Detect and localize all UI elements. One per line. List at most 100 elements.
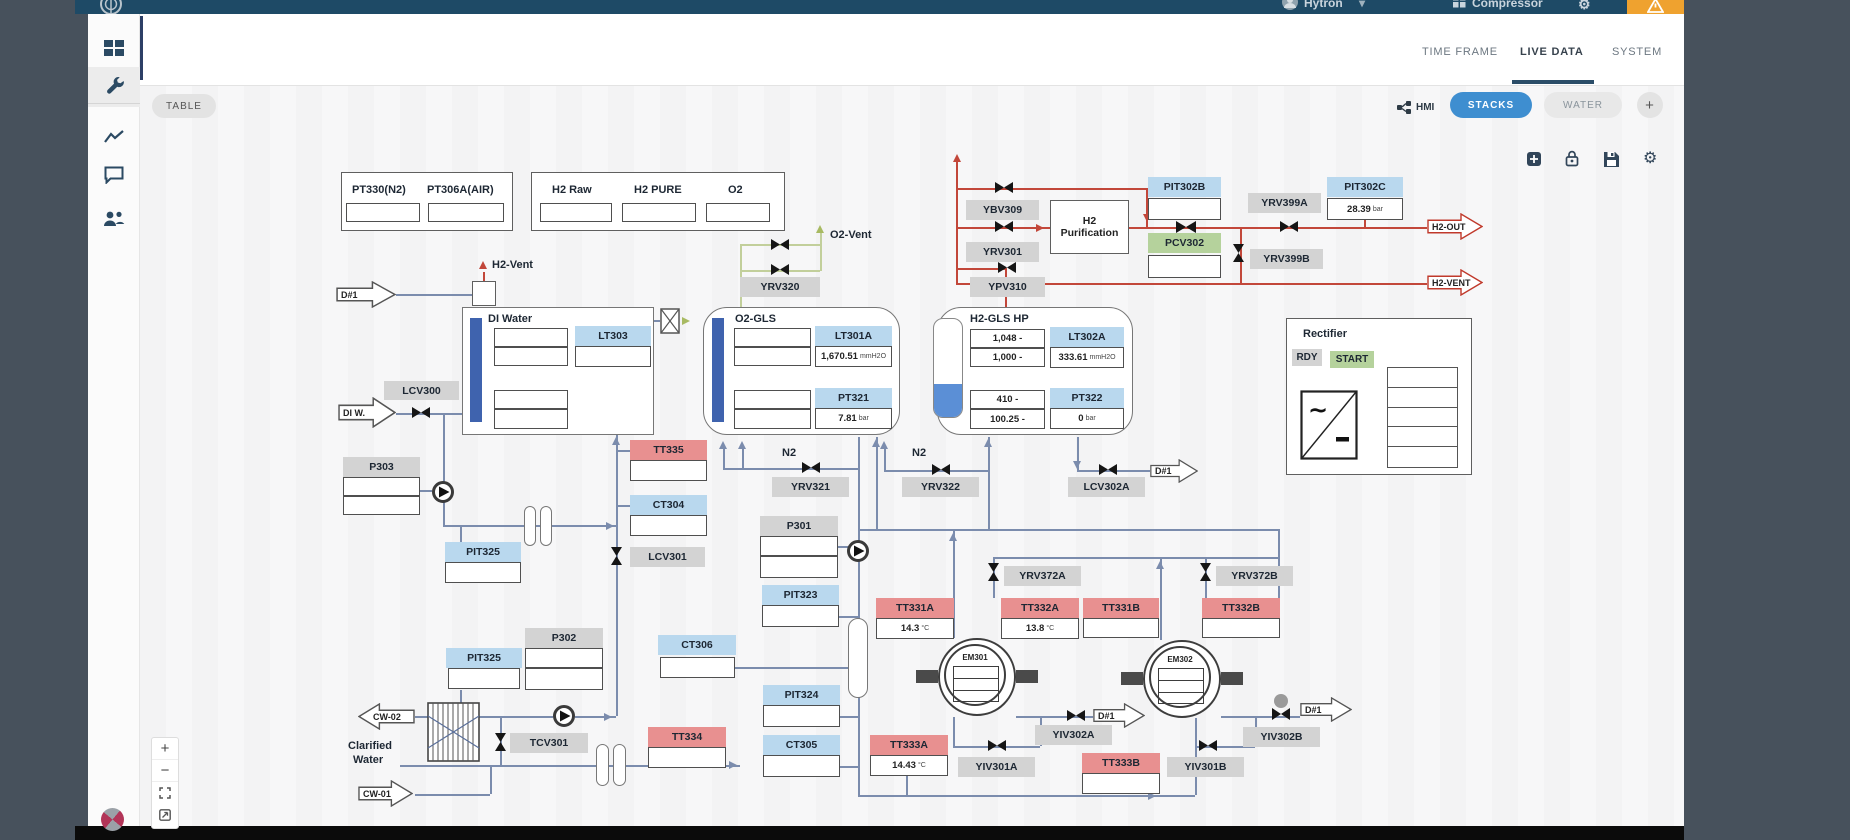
tag-tt333a[interactable]: TT333A: [870, 735, 948, 755]
sidebar-item-tools[interactable]: [88, 67, 140, 107]
valve-yiv302b[interactable]: [1272, 708, 1290, 720]
tag-pit325b[interactable]: PIT325: [446, 648, 522, 668]
lock-icon[interactable]: [1565, 150, 1579, 167]
tab-time-frame[interactable]: TIME FRAME: [1422, 46, 1498, 58]
tag-pit302b[interactable]: PIT302B: [1148, 177, 1221, 197]
canvas-settings-gear-icon[interactable]: ⚙: [1643, 150, 1658, 167]
valve-ybv309[interactable]: [995, 182, 1013, 193]
valve-o2-vent[interactable]: [771, 239, 789, 250]
tag-p303[interactable]: P303: [343, 457, 420, 477]
tag-pt321[interactable]: PT321: [815, 388, 892, 408]
project-selector[interactable]: Compressor: [1472, 0, 1543, 10]
user-avatar[interactable]: [1282, 0, 1298, 10]
tag-ypv310[interactable]: YPV310: [970, 277, 1045, 297]
tag-yrv321[interactable]: YRV321: [772, 477, 849, 497]
valve-lcv302a[interactable]: [1099, 464, 1117, 475]
valve-yrv372a[interactable]: [988, 563, 999, 581]
tag-yrv372a[interactable]: YRV372A: [1004, 566, 1081, 586]
tag-lt303[interactable]: LT303: [575, 326, 651, 346]
sidebar-item-trends[interactable]: [88, 116, 140, 156]
electrolyzer-em302[interactable]: EM302: [1121, 640, 1243, 718]
valve-pcv302[interactable]: [1176, 221, 1196, 233]
tag-lcv300[interactable]: LCV300: [384, 381, 459, 400]
valve-yrv301[interactable]: [995, 221, 1013, 232]
tag-tt332b[interactable]: TT332B: [1202, 598, 1280, 618]
tag-lt301a[interactable]: LT301A: [815, 326, 892, 346]
tag-yiv302a[interactable]: YIV302A: [1035, 725, 1112, 745]
sidebar-item-dashboard[interactable]: [88, 28, 140, 68]
tag-yiv301b[interactable]: YIV301B: [1167, 757, 1244, 777]
tag-yrv320[interactable]: YRV320: [740, 277, 820, 297]
zoom-out-button[interactable]: −: [152, 760, 178, 782]
zoom-in-button[interactable]: +: [152, 738, 178, 760]
valve-yrv399b[interactable]: [1233, 244, 1244, 262]
save-icon[interactable]: [1604, 152, 1619, 167]
tag-yiv301a[interactable]: YIV301A: [958, 757, 1035, 777]
tag-pit325a[interactable]: PIT325: [445, 542, 521, 562]
valve-yrv372b[interactable]: [1200, 563, 1211, 581]
valve-yiv301a[interactable]: [988, 740, 1006, 751]
h2-purification-unit[interactable]: H2 Purification: [1050, 200, 1129, 254]
user-menu[interactable]: Hytron: [1304, 0, 1343, 10]
table-view-button[interactable]: TABLE: [152, 94, 216, 118]
add-view-button[interactable]: +: [1637, 92, 1663, 118]
pump-p302[interactable]: [553, 705, 575, 727]
valve-yrv320[interactable]: [771, 264, 789, 275]
valve-lcv301[interactable]: [611, 547, 622, 565]
tag-pit324[interactable]: PIT324: [763, 685, 840, 705]
rectifier-start-badge[interactable]: START: [1330, 351, 1374, 368]
valve-yrv399a[interactable]: [1280, 221, 1298, 232]
tag-lt302a[interactable]: LT302A: [1050, 327, 1124, 347]
tag-yrv399b[interactable]: YRV399B: [1250, 249, 1323, 269]
navbar-settings-gear-icon[interactable]: ⚙: [1578, 0, 1591, 12]
tag-tt332a[interactable]: TT332A: [1001, 598, 1079, 618]
valve-tcv301[interactable]: [495, 733, 506, 751]
user-menu-caret-icon[interactable]: ▾: [1359, 0, 1366, 10]
tag-tt333b[interactable]: TT333B: [1082, 753, 1160, 773]
tag-pit302c[interactable]: PIT302C: [1327, 177, 1403, 197]
tag-p301[interactable]: P301: [760, 516, 838, 536]
tag-yiv302b[interactable]: YIV302B: [1243, 727, 1320, 747]
tag-tt331b[interactable]: TT331B: [1083, 598, 1159, 618]
stacks-view-button[interactable]: STACKS: [1450, 92, 1532, 118]
tag-yrv322[interactable]: YRV322: [902, 477, 979, 497]
add-widget-icon[interactable]: [1527, 152, 1541, 166]
pump-p301[interactable]: [847, 540, 869, 562]
pan-mode-button[interactable]: [152, 804, 178, 826]
valve-yiv302a[interactable]: [1067, 710, 1085, 721]
tag-p302[interactable]: P302: [525, 628, 603, 648]
valve-yrv322[interactable]: [932, 464, 950, 475]
tag-tt334[interactable]: TT334: [648, 727, 726, 747]
tag-ybv309[interactable]: YBV309: [966, 200, 1039, 220]
tab-live-data[interactable]: LIVE DATA: [1520, 46, 1584, 58]
tag-pt322[interactable]: PT322: [1050, 388, 1124, 408]
tag-yrv301[interactable]: YRV301: [966, 242, 1039, 262]
electrolyzer-em301[interactable]: EM301: [916, 638, 1038, 716]
pipe: [1016, 716, 1093, 718]
pump-p303[interactable]: [432, 481, 454, 503]
valve-yrv321[interactable]: [802, 462, 820, 473]
watermark-logo[interactable]: [101, 808, 124, 831]
brand-logo-icon[interactable]: [100, 0, 122, 14]
tag-pit323[interactable]: PIT323: [762, 585, 839, 605]
sidebar-item-messages[interactable]: [88, 155, 140, 195]
tag-ct306[interactable]: CT306: [658, 635, 736, 655]
valve-lcv300[interactable]: [412, 407, 430, 418]
tag-ct304[interactable]: CT304: [630, 495, 707, 515]
tag-pcv302[interactable]: PCV302: [1148, 233, 1221, 253]
tag-tcv301[interactable]: TCV301: [510, 733, 588, 753]
tag-yrv399a[interactable]: YRV399A: [1248, 193, 1321, 213]
tag-tt335[interactable]: TT335: [630, 440, 707, 460]
alarm-indicator[interactable]: [1627, 0, 1684, 14]
valve-ypv310[interactable]: [998, 262, 1016, 273]
tag-ct305[interactable]: CT305: [763, 735, 840, 755]
sidebar-item-users[interactable]: [88, 198, 140, 238]
tag-lcv302a[interactable]: LCV302A: [1068, 477, 1145, 497]
tag-yrv372b[interactable]: YRV372B: [1216, 566, 1293, 586]
tag-lcv301[interactable]: LCV301: [630, 547, 705, 567]
tag-tt331a[interactable]: TT331A: [876, 598, 954, 618]
tab-system[interactable]: SYSTEM: [1612, 46, 1663, 58]
fit-view-button[interactable]: [152, 782, 178, 804]
valve-yiv301b[interactable]: [1199, 740, 1217, 751]
water-view-button[interactable]: WATER: [1544, 92, 1622, 118]
